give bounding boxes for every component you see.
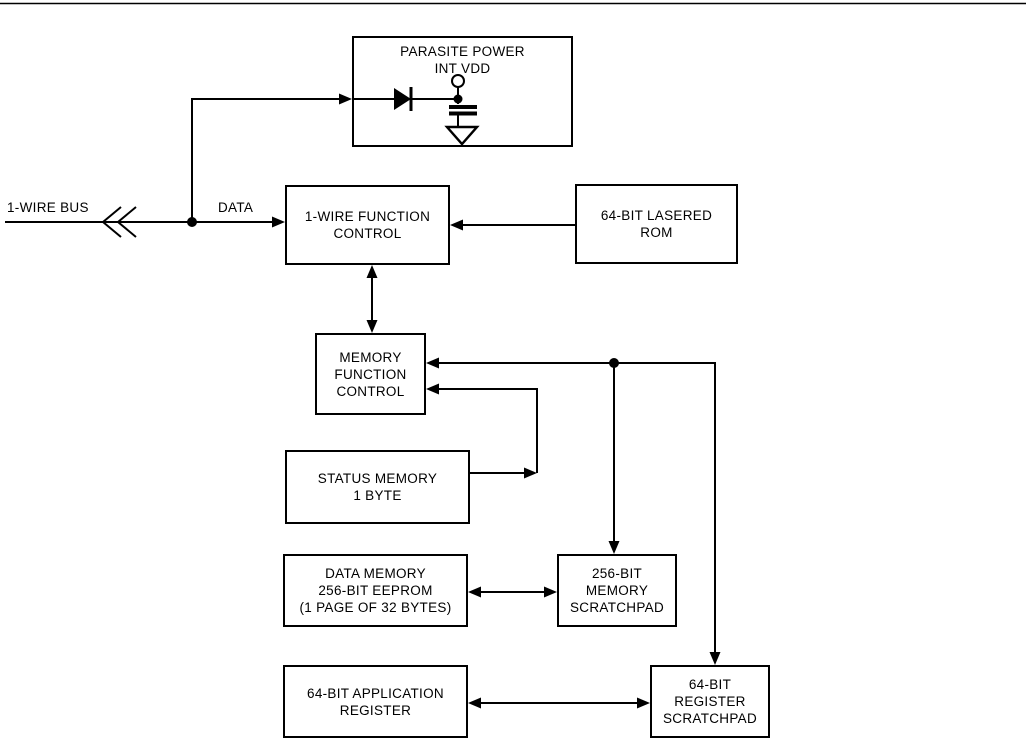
data-label: DATA	[218, 200, 254, 215]
arrowhead-into-memory-scratchpad	[608, 541, 620, 554]
arrowhead-into-memory-function-control	[426, 383, 439, 395]
arrowhead-into-1-wire-function-control	[272, 216, 285, 228]
block-256-bit-memory-scratchpad: 256-BIT MEMORY SCRATCHPAD	[557, 554, 677, 627]
junction-dot	[187, 217, 197, 227]
block-label-line: SCRATCHPAD	[662, 711, 757, 726]
arrowhead-into-register-scratchpad	[709, 652, 721, 665]
block-label-line: MEMORY	[585, 583, 649, 598]
block-label-line: 1-WIRE FUNCTION	[304, 209, 431, 224]
wire-status-link	[437, 388, 538, 473]
block-label-line: FUNCTION	[334, 366, 407, 382]
diode-icon	[394, 87, 413, 111]
capacitor-icon	[449, 105, 477, 116]
block-label-line: 64-BIT	[688, 677, 732, 692]
block-label-line: 64-BIT LASERED	[600, 208, 713, 223]
vdd-terminal-icon	[451, 74, 465, 88]
block-label-line: DATA MEMORY	[325, 566, 426, 581]
arrowhead-into-memory-function-control	[426, 357, 439, 369]
arrowhead-into-application-register	[468, 697, 481, 709]
block-64-bit-register-scratchpad: 64-BIT REGISTER SCRATCHPAD	[650, 665, 770, 738]
block-label-line: REGISTER	[674, 694, 746, 709]
block-label-line: ROM	[640, 225, 673, 240]
block-label-line: MEMORY	[339, 349, 402, 365]
block-label-line: 256-BIT EEPROM	[318, 583, 433, 598]
arrowhead-into-parasite-power	[339, 93, 352, 105]
arrowhead-into-register-scratchpad	[637, 697, 650, 709]
block-1-wire-function-control: 1-WIRE FUNCTION CONTROL	[285, 185, 450, 265]
block-label-line: 256-BIT	[591, 566, 643, 581]
block-data-memory: DATA MEMORY 256-BIT EEPROM (1 PAGE OF 32…	[283, 554, 468, 627]
block-label-line: (1 PAGE OF 32 BYTES)	[299, 600, 452, 615]
wire-scratchpad-bus	[437, 362, 716, 652]
block-label-line: 1 BYTE	[353, 488, 402, 503]
junction-dot	[609, 358, 619, 368]
bus-label: 1-WIRE BUS	[7, 200, 89, 215]
block-label-line: SCRATCHPAD	[569, 600, 664, 615]
arrowhead-into-1-wire-function-control	[450, 219, 463, 231]
block-memory-function-control: MEMORY FUNCTION CONTROL	[315, 333, 426, 415]
arrowhead-into-memory-scratchpad	[544, 586, 557, 598]
arrowhead-up	[366, 265, 378, 278]
block-label-line: 64-BIT APPLICATION	[307, 685, 444, 701]
block-parasite-power: PARASITE POWER INT VDD	[352, 36, 573, 147]
block-label-line: STATUS MEMORY	[317, 471, 438, 486]
block-status-memory: STATUS MEMORY 1 BYTE	[285, 450, 470, 524]
arrowhead-from-status-memory	[524, 467, 537, 479]
double-chevron-icon	[101, 206, 137, 238]
arrowhead-into-data-memory	[468, 586, 481, 598]
block-label-line: REGISTER	[339, 702, 412, 718]
parasite-power-circuit	[352, 74, 480, 146]
block-label-line: CONTROL	[336, 383, 405, 399]
ground-icon	[444, 125, 480, 146]
arrowhead-down	[366, 320, 378, 333]
block-64-bit-application-register: 64-BIT APPLICATION REGISTER	[283, 665, 468, 738]
block-64-bit-lasered-rom: 64-BIT LASERED ROM	[575, 184, 738, 264]
block-label-line: PARASITE POWER	[400, 44, 525, 59]
block-label-line: CONTROL	[333, 226, 402, 241]
block-label-line: INT VDD	[434, 61, 491, 76]
junction-dot	[453, 94, 463, 104]
wire-to-parasite-power	[191, 98, 340, 222]
